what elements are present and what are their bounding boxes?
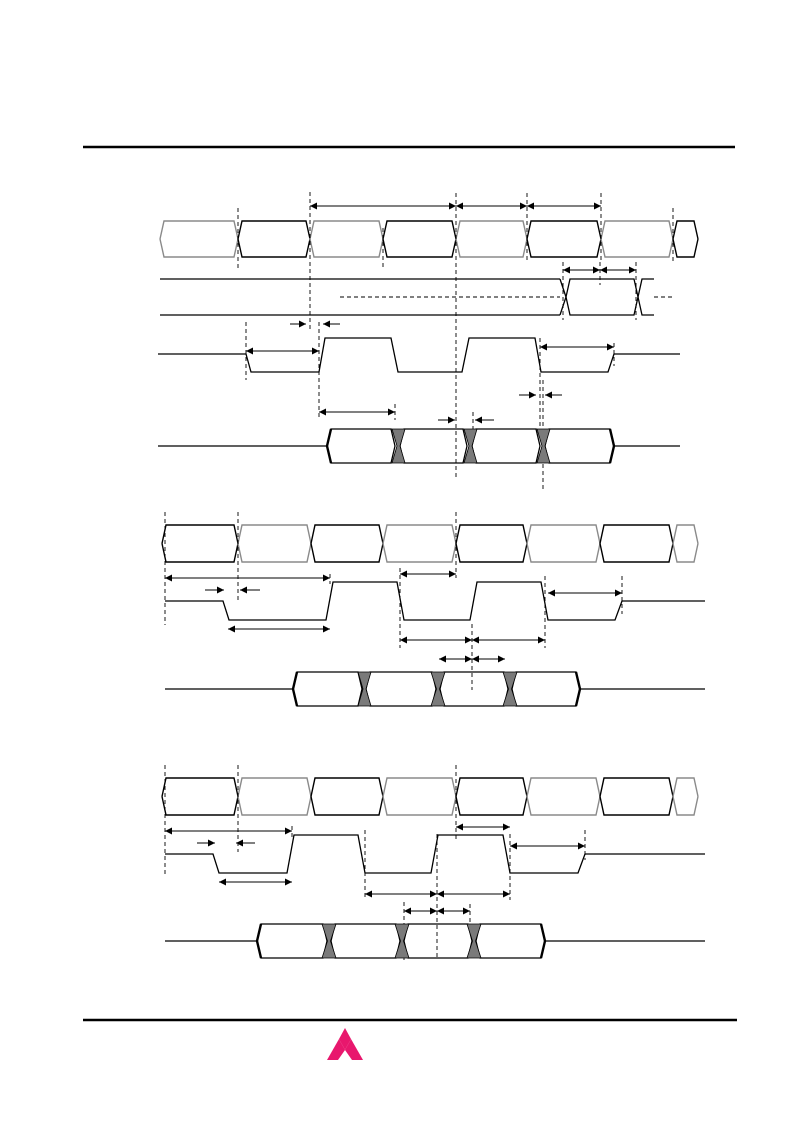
bus-transition-shading	[321, 923, 337, 959]
clock-cycle-upper	[309, 220, 384, 240]
bus-edge	[325, 445, 333, 464]
bus-transition-shading	[536, 428, 551, 464]
clock-cycle-lower	[310, 796, 384, 816]
clock-cycle-upper	[455, 777, 528, 797]
address-tail	[637, 278, 654, 298]
clock-cycle-lower	[455, 543, 528, 563]
bus-edge	[574, 688, 582, 707]
clock-cycle-lower	[526, 796, 601, 816]
clock-cycle-upper	[237, 777, 312, 797]
clock-cycle-upper	[455, 220, 528, 240]
timing-diagram-1	[158, 192, 699, 492]
clock-cycle-lower	[237, 543, 312, 563]
clock-cycle-lower	[600, 238, 674, 258]
bus-edge	[291, 671, 299, 690]
clock-cycle-lower	[599, 796, 674, 816]
control-signal-waveform	[165, 834, 705, 874]
clock-cycle-lower	[237, 238, 311, 258]
bus-edge	[255, 923, 263, 942]
bus-edge	[325, 428, 333, 447]
clock-cycle-upper	[672, 524, 699, 544]
three-diamonds-logo-icon	[327, 1028, 363, 1060]
clock-cycle-upper	[382, 777, 457, 797]
bus-transition-shading	[391, 428, 406, 464]
clock-cycle-lower	[161, 796, 239, 816]
clock-cycle-lower	[159, 238, 239, 258]
clock-cycle-upper	[526, 524, 601, 544]
bus-edge	[539, 923, 547, 942]
timing-diagram-2	[161, 512, 705, 707]
clock-cycle-upper	[161, 524, 239, 544]
clock-cycle-upper	[526, 220, 602, 240]
clock-cycle-lower	[672, 238, 699, 258]
bus-edge	[608, 445, 616, 464]
clock-cycle-lower	[161, 543, 239, 563]
clock-cycle-upper	[672, 777, 699, 797]
clock-cycle-upper	[237, 220, 311, 240]
clock-cycle-upper	[599, 524, 674, 544]
bus-edge	[574, 671, 582, 690]
bus-data-cell	[326, 428, 396, 464]
clock-cycle-lower	[672, 796, 699, 816]
clock-cycle-lower	[526, 238, 602, 258]
bus-data-cell	[544, 428, 615, 464]
bus-data-cell	[471, 428, 541, 464]
bus-edge	[539, 940, 547, 959]
bus-transition-shading	[502, 671, 518, 707]
bus-data-cell	[403, 923, 473, 959]
bus-edge	[608, 428, 616, 447]
bus-data-cell	[256, 923, 328, 959]
clock-cycle-upper	[310, 524, 384, 544]
clock-cycle-lower	[455, 796, 528, 816]
clock-cycle-upper	[600, 220, 674, 240]
clock-cycle-lower	[672, 543, 699, 563]
bus-transition-shading	[357, 671, 372, 707]
clock-cycle-lower	[526, 543, 601, 563]
clock-cycle-lower	[382, 543, 457, 563]
control-signal-waveform	[165, 581, 705, 621]
address-tail	[637, 296, 654, 316]
clock-cycle-upper	[455, 524, 528, 544]
bus-data-cell	[511, 671, 581, 707]
clock-cycle-lower	[310, 543, 384, 563]
clock-cycle-lower	[455, 238, 528, 258]
clock-cycle-upper	[382, 220, 457, 240]
clock-cycle-lower	[599, 543, 674, 563]
bus-data-cell	[439, 671, 509, 707]
bus-edge	[255, 940, 263, 959]
clock-cycle-lower	[382, 238, 457, 258]
bus-transition-shading	[463, 428, 478, 464]
bus-data-cell	[475, 923, 546, 959]
bus-transition-shading	[466, 923, 482, 959]
clock-cycle-upper	[310, 777, 384, 797]
bus-data-cell	[399, 428, 468, 464]
bus-data-cell	[330, 923, 401, 959]
clock-cycle-upper	[159, 220, 239, 240]
clock-cycle-upper	[599, 777, 674, 797]
bus-data-cell	[292, 671, 363, 707]
bus-edge	[291, 688, 299, 707]
clock-cycle-upper	[161, 777, 239, 797]
control-signal-waveform	[158, 337, 680, 373]
bus-transition-shading	[394, 923, 410, 959]
bus-transition-shading	[430, 671, 446, 707]
bus-data-cell	[365, 671, 437, 707]
clock-cycle-upper	[237, 524, 312, 544]
timing-diagram-3	[161, 765, 705, 960]
clock-cycle-upper	[526, 777, 601, 797]
clock-cycle-lower	[309, 238, 384, 258]
clock-cycle-upper	[672, 220, 699, 240]
clock-cycle-lower	[237, 796, 312, 816]
address-valid-cell	[565, 278, 639, 316]
clock-cycle-upper	[382, 524, 457, 544]
clock-cycle-lower	[382, 796, 457, 816]
